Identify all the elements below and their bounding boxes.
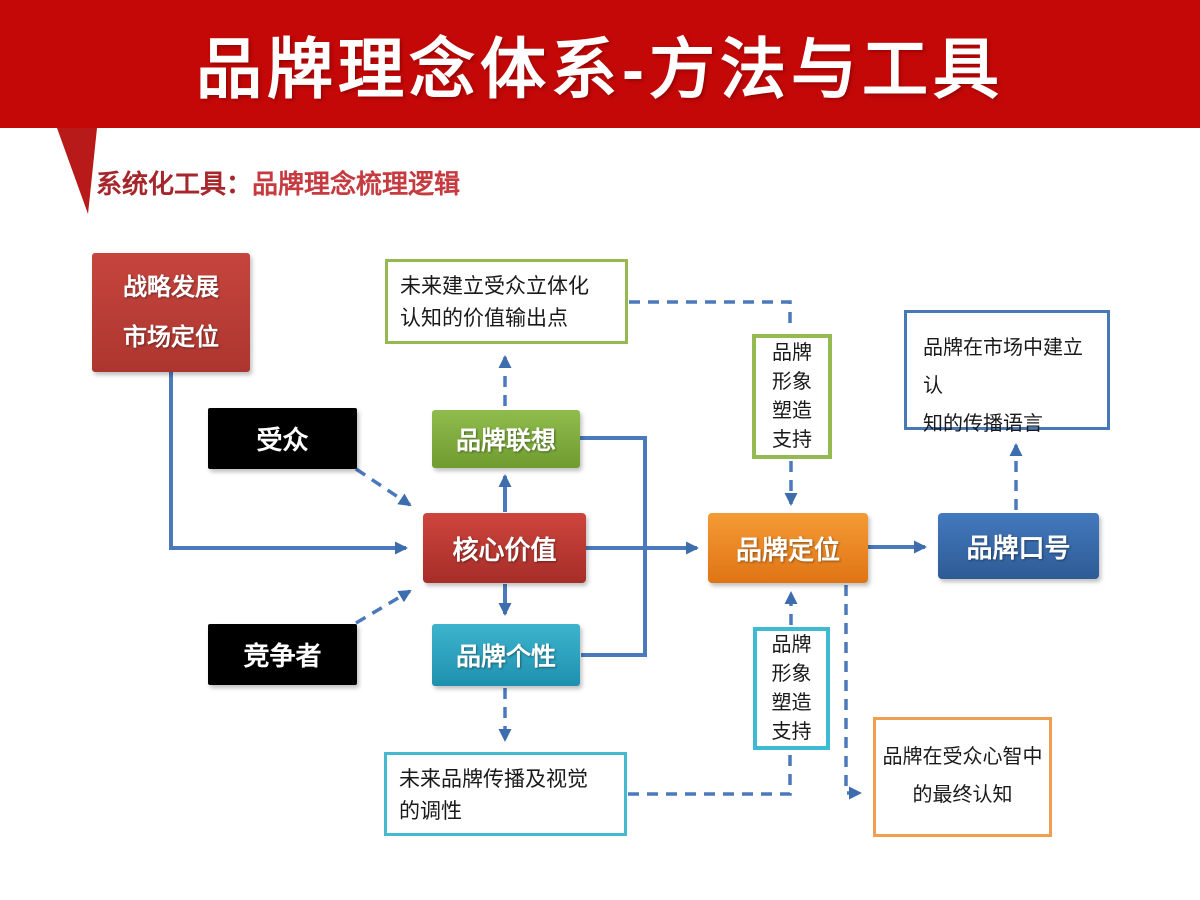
title-banner: 品牌理念体系-方法与工具 xyxy=(0,0,1200,128)
node-image-support-lower: 品牌 形象 塑造 支持 xyxy=(753,627,830,750)
connector-association-personality-bracket xyxy=(579,436,647,657)
node-core-value: 核心价值 xyxy=(423,513,586,583)
section-subtitle: 系统化工具：品牌理念梳理逻辑 xyxy=(96,164,460,201)
node-communication-tonality: 未来品牌传播及视觉 的调性 xyxy=(384,752,627,836)
node-strategy-market-positioning: 战略发展 市场定位 xyxy=(92,253,250,372)
node-brand-association: 品牌联想 xyxy=(432,410,580,468)
connector-tonality-to-support-lower xyxy=(628,754,792,796)
node-image-support-upper: 品牌 形象 塑造 支持 xyxy=(752,334,832,459)
node-final-cognition: 品牌在受众心智中 的最终认知 xyxy=(873,717,1052,837)
node-brand-personality: 品牌个性 xyxy=(432,624,580,686)
node-brand-slogan: 品牌口号 xyxy=(938,513,1099,579)
page-title: 品牌理念体系-方法与工具 xyxy=(196,32,1004,106)
subtitle-text: 品牌理念梳理逻辑 xyxy=(252,169,461,199)
connector-positioning-to-final-cognition xyxy=(844,585,862,800)
node-competitor: 竞争者 xyxy=(208,624,357,685)
connector-competitor-to-core xyxy=(355,589,412,625)
subtitle-pennant xyxy=(57,128,97,214)
subtitle-label: 系统化工具： xyxy=(96,169,253,199)
node-market-communication-language: 品牌在市场中建立认 知的传播语言 xyxy=(904,310,1110,435)
connector-audience-to-core xyxy=(355,467,412,507)
node-brand-positioning: 品牌定位 xyxy=(708,513,868,583)
node-future-audience-value: 未来建立受众立体化 认知的价值输出点 xyxy=(385,259,628,344)
connector-future-value-to-support-upper xyxy=(629,300,792,331)
node-audience: 受众 xyxy=(208,408,357,469)
